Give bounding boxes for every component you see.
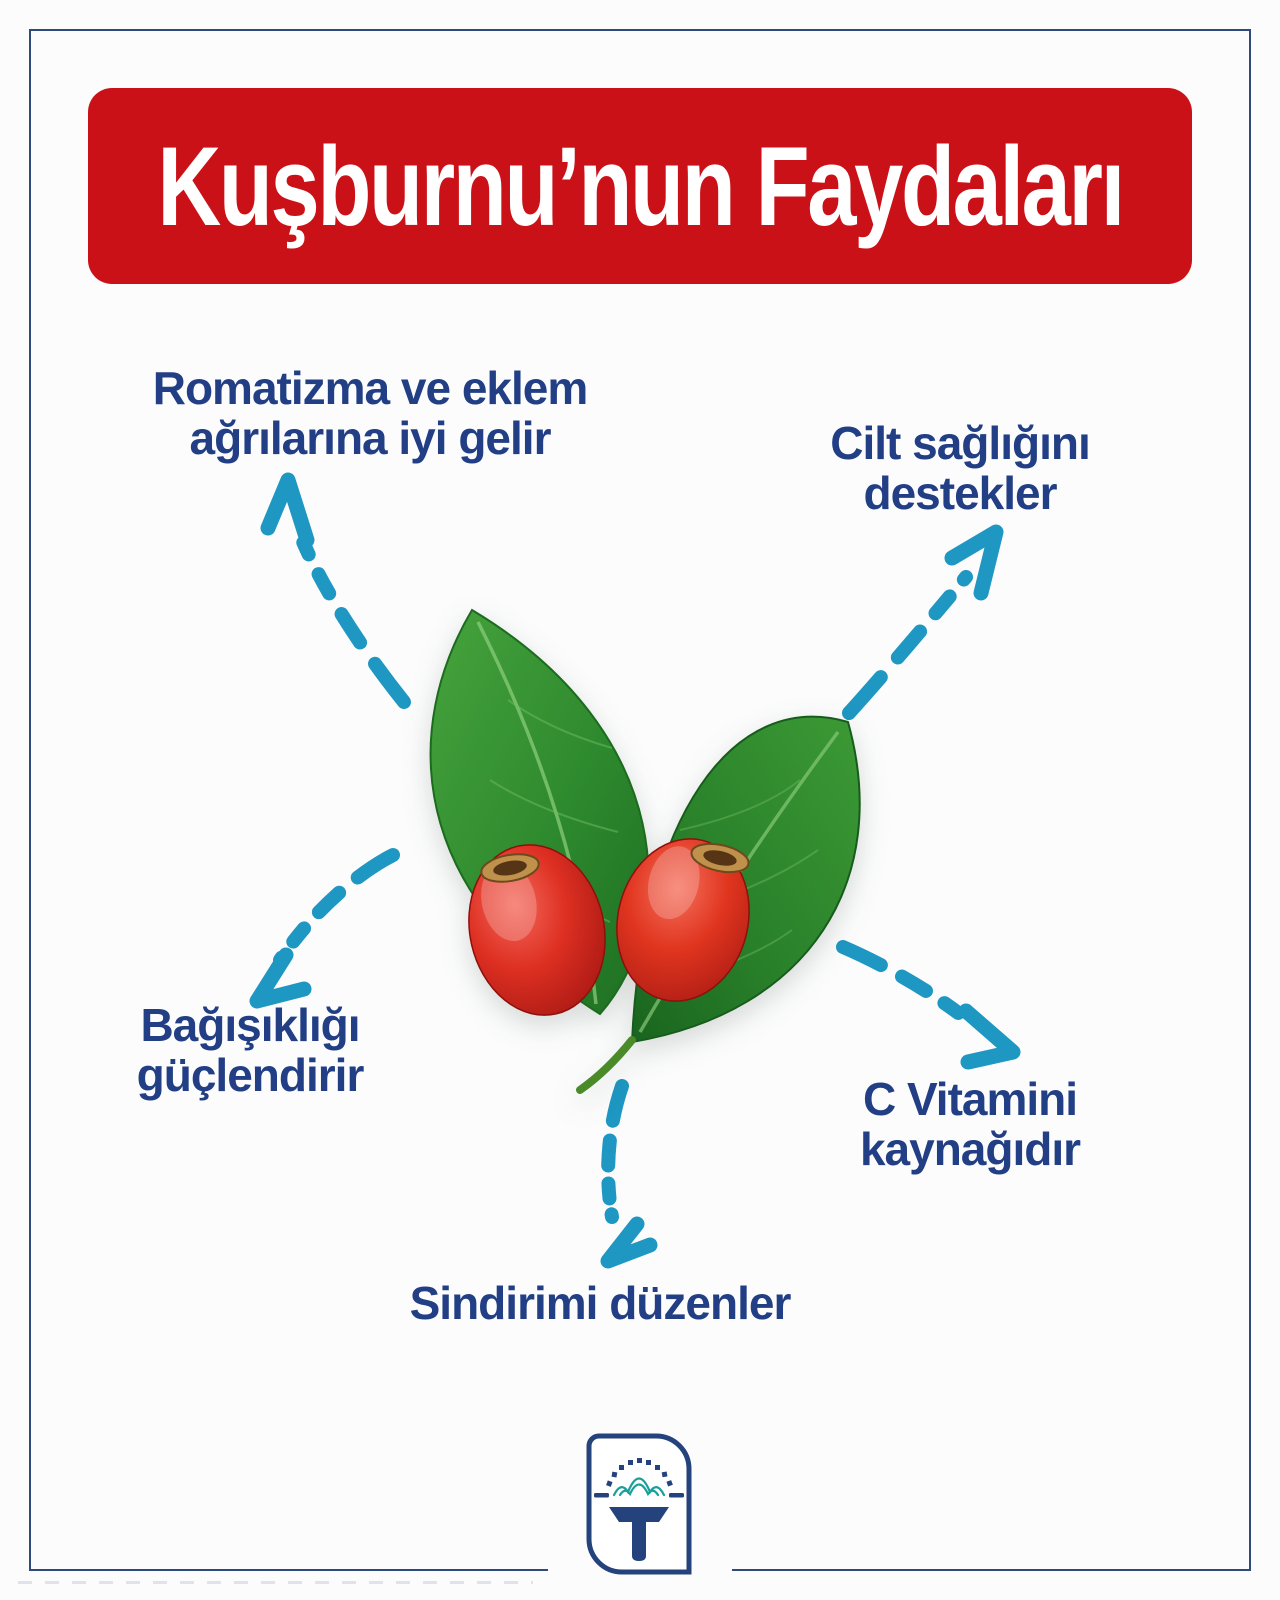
benefit-line: Sindirimi düzenler: [409, 1277, 792, 1329]
bottom-dashed-line: [18, 1581, 533, 1584]
benefit-label-cilt: Cilt sağlığını destekler: [790, 418, 1130, 518]
logo-letter-t: [609, 1507, 669, 1561]
brand-logo: T: [586, 1433, 692, 1575]
benefit-label-vitamin: C Vitamini kaynağıdır: [810, 1074, 1130, 1174]
benefit-line: Romatizma ve eklem: [152, 362, 589, 414]
benefit-label-bagisiklik: Bağışıklığı güçlendirir: [90, 1000, 410, 1100]
benefit-line: destekler: [863, 467, 1057, 519]
benefit-label-sindirim: Sindirimi düzenler: [378, 1278, 822, 1328]
logo-bridge-icon: [612, 1477, 666, 1497]
benefit-line: C Vitamini: [862, 1073, 1078, 1125]
benefit-line: Cilt sağlığını: [830, 417, 1090, 469]
rosehip-crown-right: [690, 842, 750, 874]
logo-frame: [586, 1433, 692, 1575]
benefit-line: kaynağıdır: [859, 1123, 1081, 1175]
benefit-label-romatizma: Romatizma ve eklem ağrılarına iyi gelir: [110, 363, 630, 463]
benefit-line: ağrılarına iyi gelir: [189, 412, 552, 464]
stem: [576, 1036, 636, 1094]
page-title: Kuşburnu’nun Faydaları: [157, 123, 1125, 249]
title-banner: Kuşburnu’nun Faydaları: [88, 88, 1192, 284]
rosehip-leaves-image: [429, 608, 861, 1094]
benefit-line: Bağışıklığı: [140, 999, 360, 1051]
rosehip-crown-left: [480, 853, 540, 883]
logo-side-dashes: [594, 1493, 684, 1498]
benefit-line: güçlendirir: [136, 1049, 365, 1101]
rosehip-berry-right: [616, 838, 750, 1002]
logo-dot-arc: [606, 1458, 673, 1487]
